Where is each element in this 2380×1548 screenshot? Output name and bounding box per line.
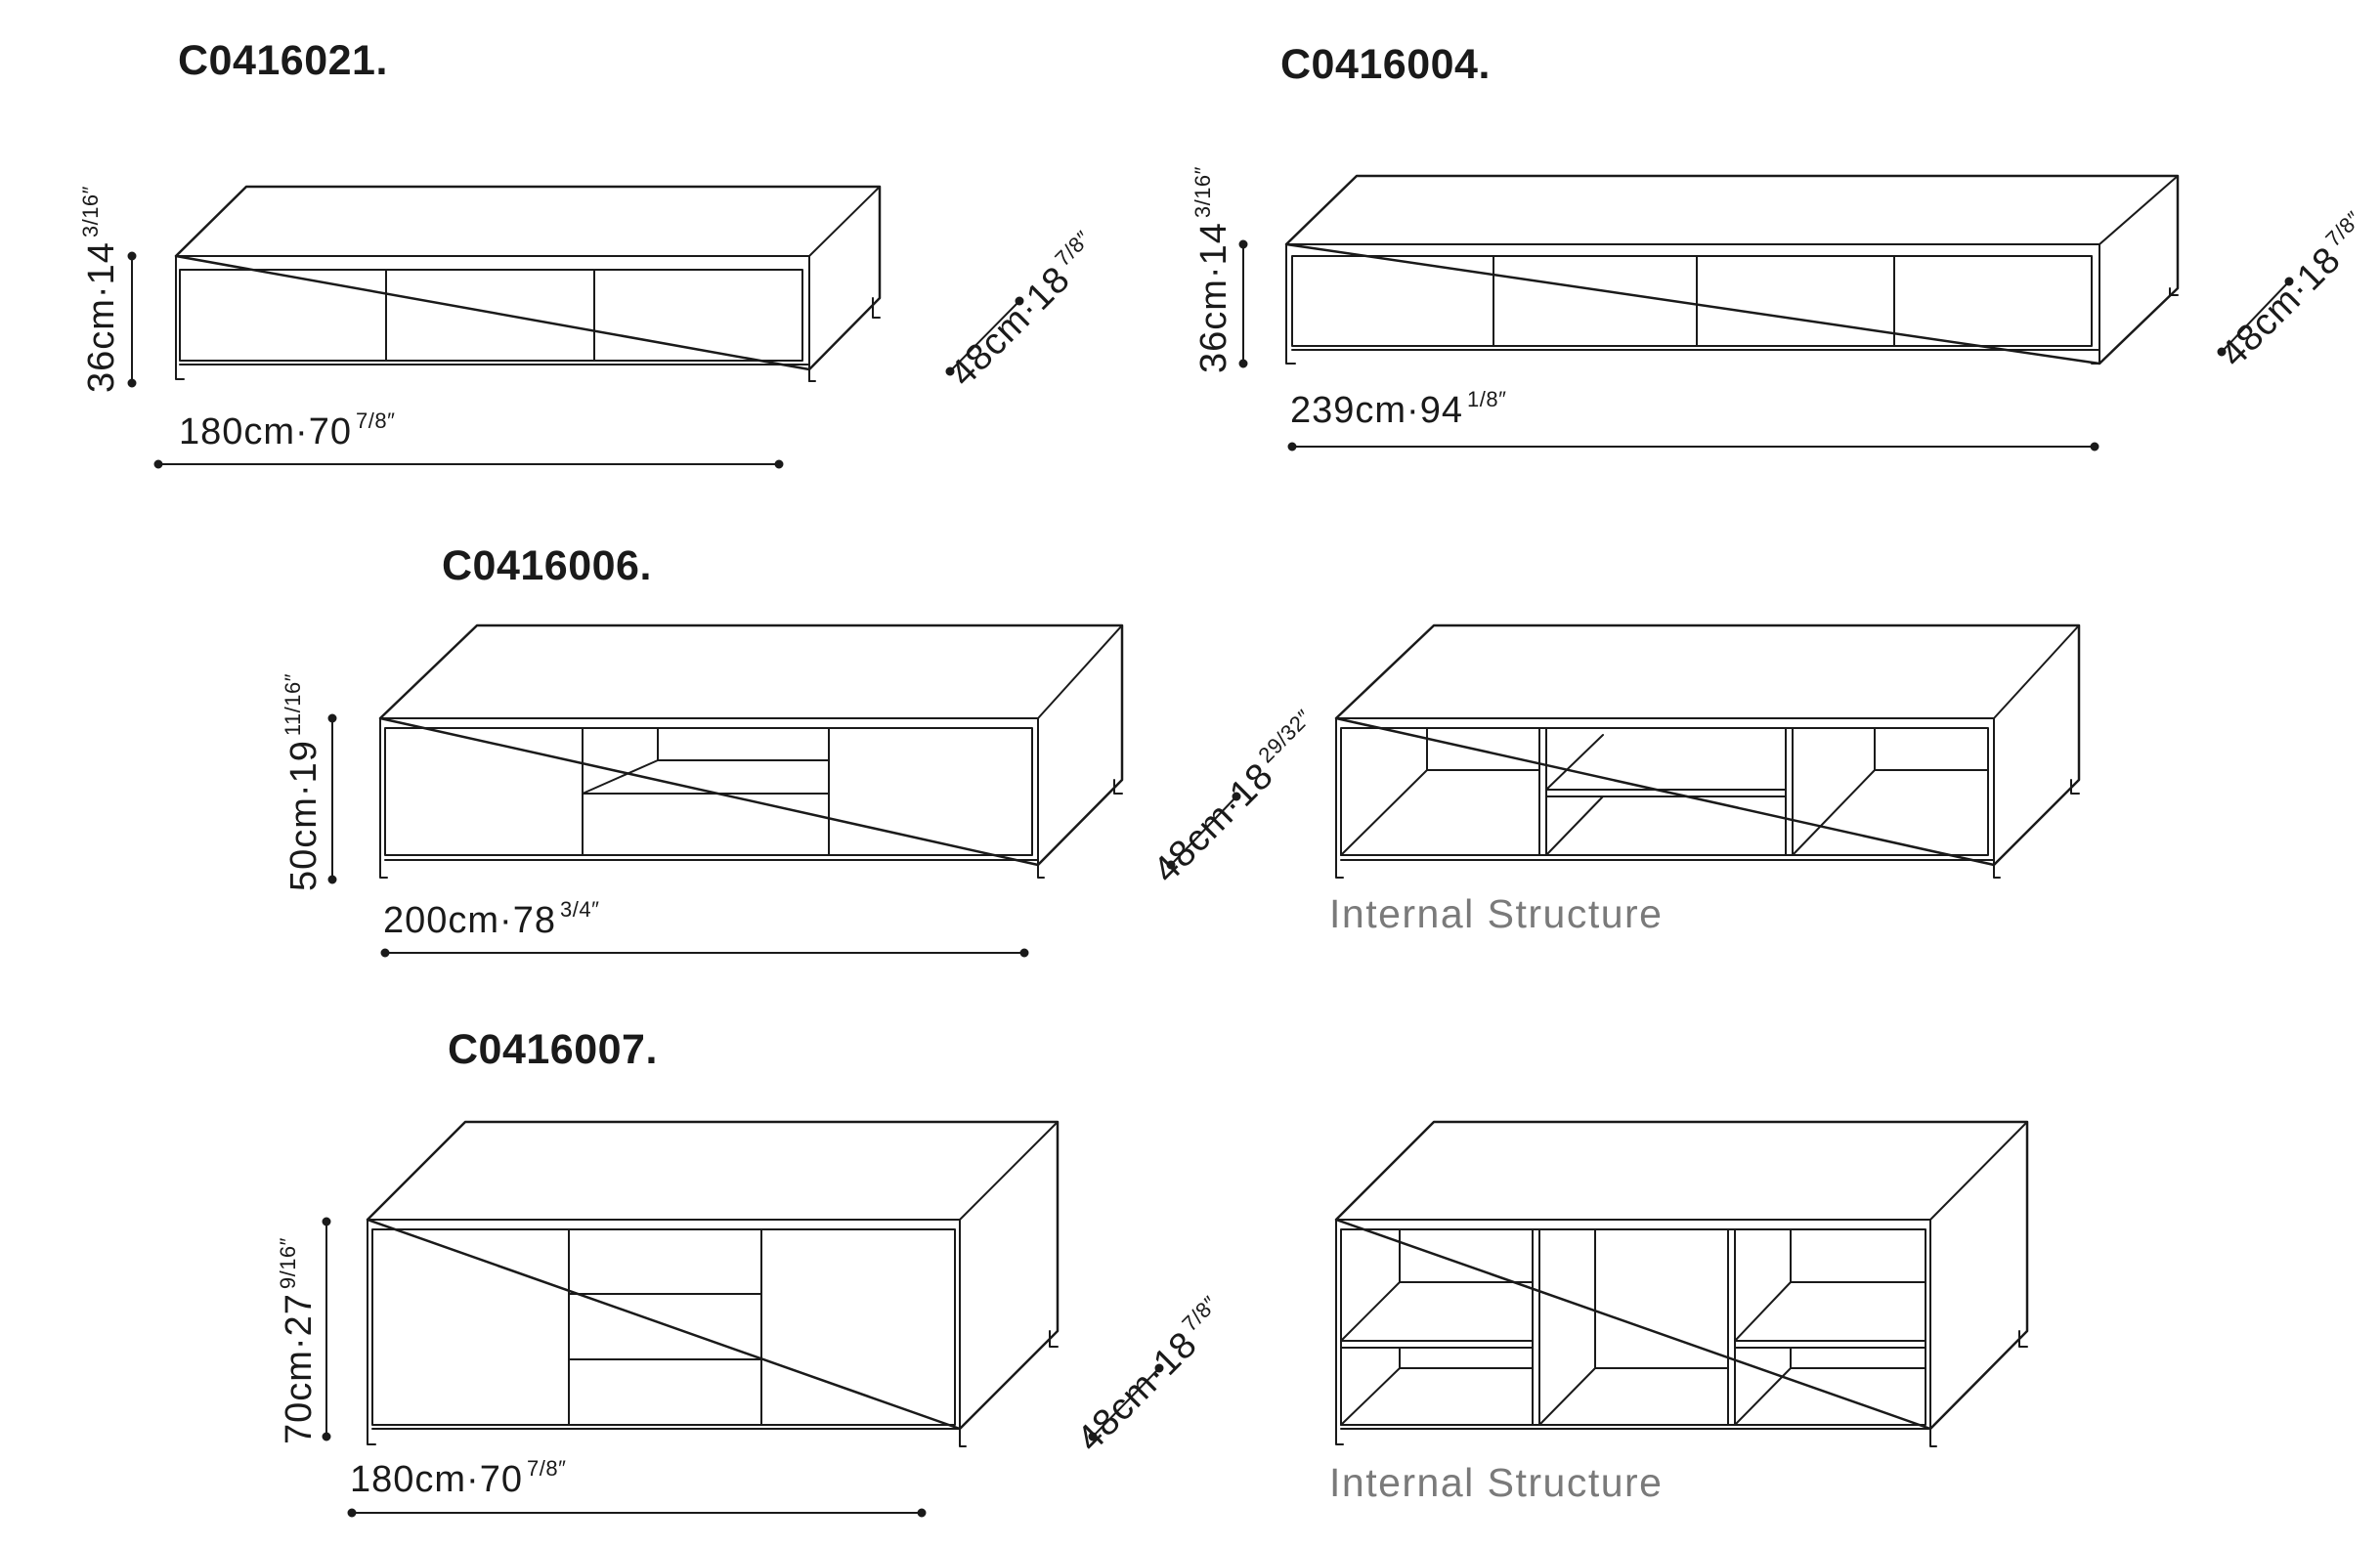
drawing-c0416004 xyxy=(1286,176,2178,364)
drawing-c0416006-internal xyxy=(1336,625,2079,878)
height-label-c0416006: 50cm·1911/16″ xyxy=(281,672,325,891)
product-code-c0416021: C0416021. xyxy=(178,37,388,84)
internal-structure-caption-1: Internal Structure xyxy=(1329,891,1664,936)
height-label-c0416021: 36cm·143/16″ xyxy=(78,186,122,393)
internal-structure-caption-2: Internal Structure xyxy=(1329,1460,1664,1505)
product-code-c0416006: C0416006. xyxy=(442,542,652,589)
drawing-c0416007-internal xyxy=(1336,1122,2027,1446)
product-code-c0416004: C0416004. xyxy=(1280,41,1491,88)
height-label-c0416007: 70cm·279/16″ xyxy=(276,1237,320,1444)
drawing-c0416006 xyxy=(380,625,1122,878)
product-code-c0416007: C0416007. xyxy=(448,1026,658,1073)
height-label-c0416004: 36cm·143/16″ xyxy=(1190,166,1234,373)
drawing-c0416021 xyxy=(176,187,880,381)
dimension-lines xyxy=(127,239,2294,1518)
drawing-c0416007 xyxy=(368,1122,1058,1446)
